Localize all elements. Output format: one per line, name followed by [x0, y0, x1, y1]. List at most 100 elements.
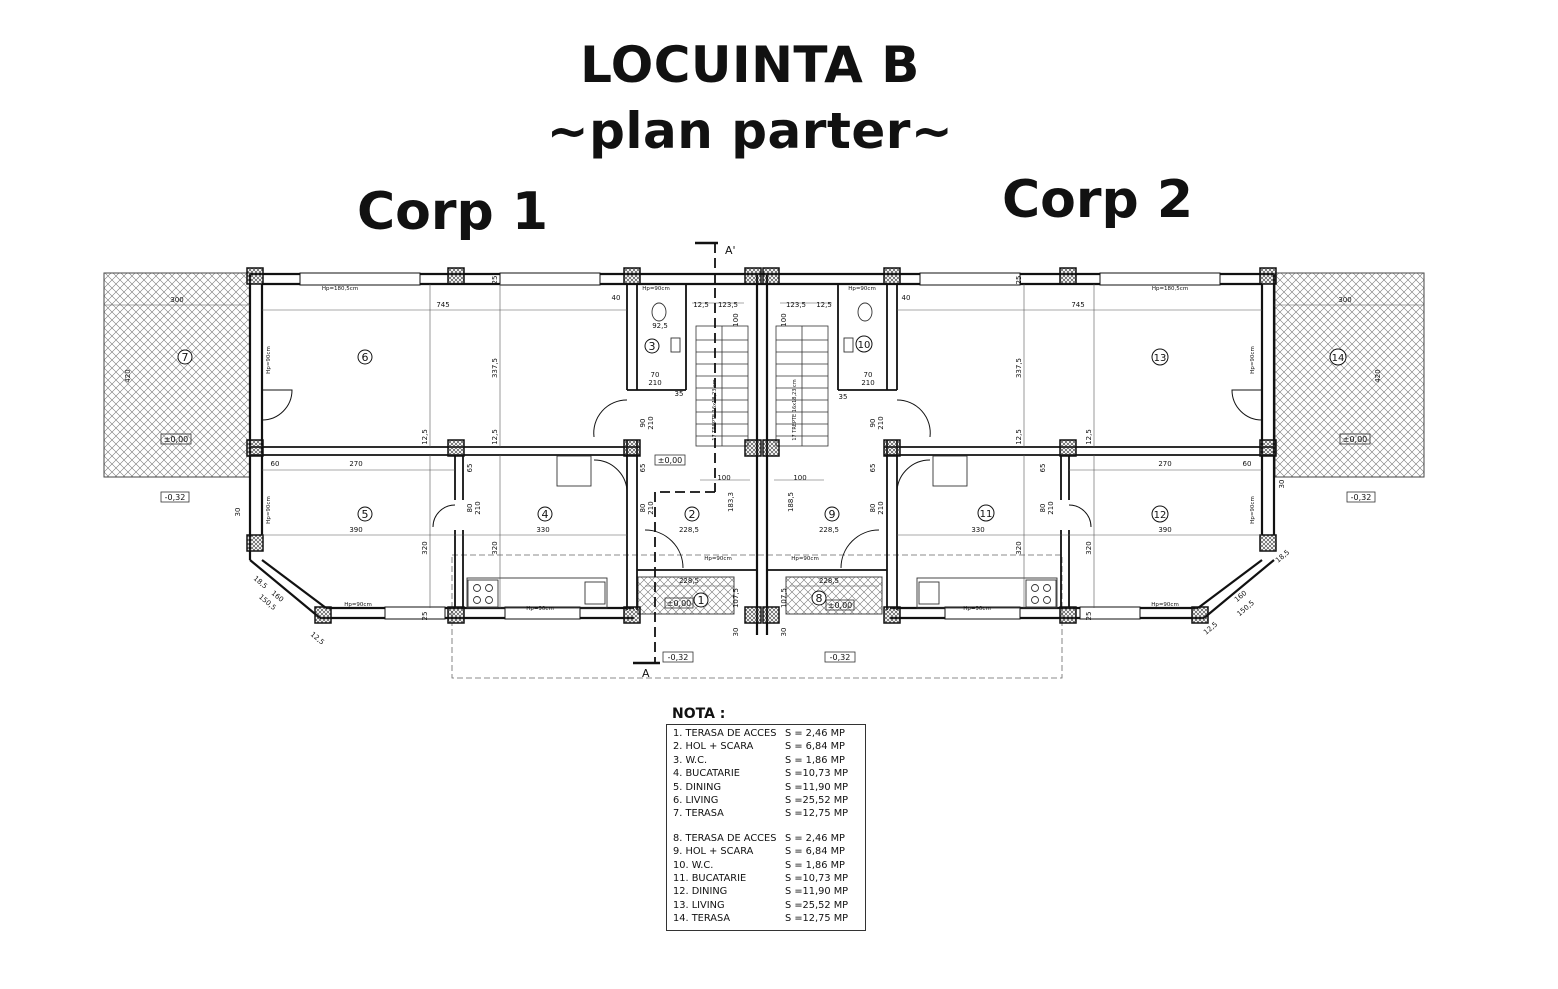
level-label: -0,32: [1351, 493, 1372, 502]
dim-label: 12,5: [491, 429, 499, 445]
nota-value: S = 1,86 MP: [785, 754, 845, 766]
height-label: Hp=90cm: [642, 286, 670, 292]
dim-label: 100: [793, 474, 806, 482]
dim-label: 123,5: [786, 301, 806, 309]
dim-label: 337,5: [491, 358, 499, 378]
nota-label: 9. HOL + SCARA: [673, 846, 754, 858]
dim-label: 25: [421, 612, 429, 621]
room-number-3: 3: [649, 340, 656, 353]
nota-value: S = 2,46 MP: [785, 832, 845, 844]
height-label: Hp=90cm: [704, 556, 732, 562]
height-label: Hp=90cm: [1151, 602, 1179, 608]
corp-2-label: Corp 2: [1002, 170, 1194, 230]
nota-label: 7. TERASA: [673, 808, 724, 820]
dim-label: 210: [877, 416, 885, 429]
dim-label: 210: [861, 379, 874, 387]
dim-label: 25: [1085, 612, 1093, 621]
nota-label: 1. TERASA DE ACCES: [673, 728, 777, 739]
height-label: Hp=90cm: [344, 602, 372, 608]
terrace-14: [1274, 272, 1425, 478]
height-label: Hp=90cm: [1250, 496, 1256, 524]
dim-label: 60: [271, 460, 280, 468]
room-number-1: 1: [698, 594, 705, 607]
nota-label: 13. LIVING: [673, 899, 725, 911]
dim-label: 100: [780, 313, 788, 326]
nota-value: S =11,90 MP: [785, 886, 849, 898]
dim-label: 30: [732, 628, 740, 637]
dim-label: 40: [612, 294, 621, 302]
dim-label: 12,5: [421, 429, 429, 445]
terrace-7: [103, 272, 251, 478]
level-markers: [160, 433, 1376, 663]
height-label: Hp=90cm: [848, 286, 876, 292]
dim-label: 300: [170, 296, 183, 304]
dim-label: 300: [1338, 296, 1351, 304]
dim-label: 188,5: [787, 492, 795, 512]
dim-label: 92,5: [652, 322, 668, 330]
room-number-10: 10: [858, 340, 871, 351]
dim-label: 270: [1158, 460, 1171, 468]
level-label: -0,32: [668, 653, 689, 662]
nota-row: 7. TERASA S =12,75 MP: [673, 807, 859, 820]
room-number-5: 5: [362, 508, 369, 521]
dim-label: 65: [466, 464, 474, 473]
dim-label: 100: [732, 313, 740, 326]
dim-label: 30: [234, 508, 242, 517]
dim-label: 35: [675, 390, 684, 398]
stair-right: [775, 325, 829, 447]
dim-label: 228,5: [819, 526, 839, 534]
section-line: [654, 243, 716, 663]
dim-label: 80: [466, 504, 474, 513]
nota-value: S =11,90 MP: [785, 781, 849, 793]
room-number-14: 14: [1332, 353, 1345, 364]
columns: [246, 267, 1277, 624]
dim-label: 320: [1015, 541, 1023, 554]
room-number-13: 13: [1154, 353, 1167, 364]
dim-label: 330: [971, 526, 984, 534]
dim-label: 320: [1085, 541, 1093, 554]
level-label: -0,32: [165, 493, 186, 502]
dim-label: 210: [474, 501, 482, 514]
dim-label: 420: [1374, 369, 1382, 382]
room-number-2: 2: [689, 508, 696, 521]
height-label: Hp=90cm: [1250, 346, 1256, 374]
level-label: ±0,00: [1343, 435, 1368, 444]
nota-label: 10. W.C.: [673, 859, 714, 871]
nota-label: 14. TERASA: [673, 913, 731, 925]
nota-value: S =25,52 MP: [785, 899, 849, 911]
dim-label: 12,5: [1015, 429, 1023, 445]
section-mark-top: A': [725, 244, 736, 257]
doors: [261, 389, 1263, 569]
dim-label: 65: [1039, 464, 1047, 473]
dim-label: 70: [651, 371, 660, 379]
stair-note-right: 17 TREPTE 16x18,23 cm: [792, 379, 798, 440]
nota-value: S =12,75 MP: [785, 808, 849, 820]
nota-row: 14. TERASA S =12,75 MP: [673, 912, 859, 925]
dim-label: 80: [1039, 504, 1047, 513]
nota-label: 4. BUCATARIE: [673, 768, 740, 780]
room-number-4: 4: [542, 508, 549, 521]
dim-label: 107,5: [732, 588, 740, 608]
dim-label: 90: [869, 419, 877, 428]
dim-label: 70: [864, 371, 873, 379]
dim-label: 35: [839, 393, 848, 401]
dim-label: 320: [421, 541, 429, 554]
dim-label: 12,5: [309, 630, 326, 646]
nota-label: 12. DINING: [673, 886, 728, 898]
nota-value: S =12,75 MP: [785, 913, 849, 925]
windows: [299, 272, 1221, 620]
dim-label: 337,5: [1015, 358, 1023, 378]
dim-label: 210: [647, 501, 655, 514]
height-label: Hp=90cm: [266, 346, 272, 374]
nota-row: 12. DINING S =11,90 MP: [673, 885, 859, 898]
room-markers: [177, 335, 1347, 608]
dim-label: 330: [536, 526, 549, 534]
nota-label: 2. HOL + SCARA: [673, 741, 754, 753]
height-label: Hp=90cm: [266, 496, 272, 524]
dim-label: 228,5: [679, 577, 699, 585]
